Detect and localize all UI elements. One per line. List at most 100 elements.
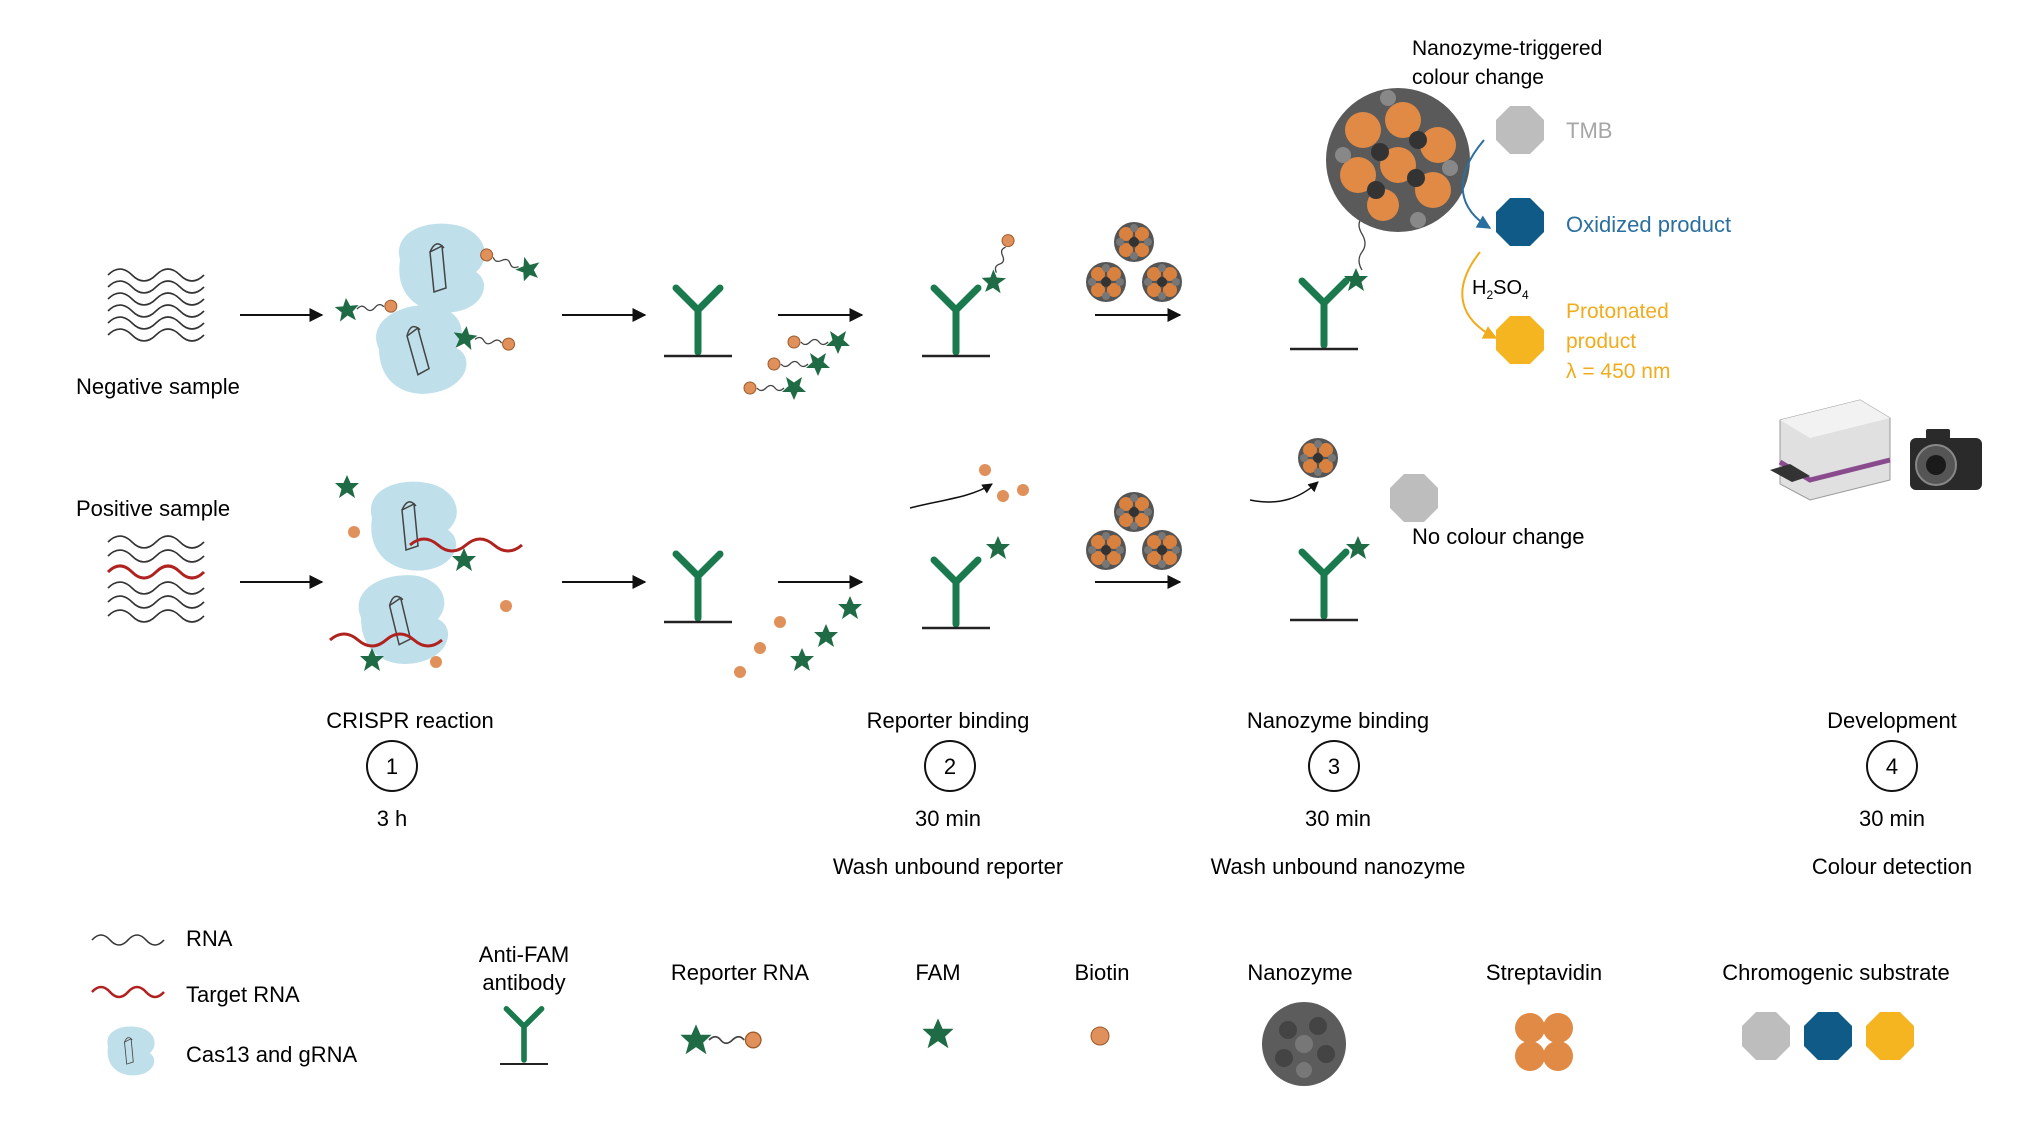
step-3: Nanozyme binding 3 30 min Wash unbound n… <box>1211 708 1466 879</box>
biotin <box>754 642 766 654</box>
nanozyme-title-line2: colour change <box>1412 66 1544 89</box>
biotin <box>500 600 512 612</box>
removal-arrow <box>909 483 993 509</box>
step-number-circle <box>1866 740 1918 792</box>
protonated-label-3: λ = 450 nm <box>1566 360 1670 383</box>
legend-fam-icon <box>922 1018 954 1049</box>
rna-strands-negative <box>107 268 205 342</box>
step-2: Reporter binding 2 30 min Wash unbound r… <box>833 708 1063 879</box>
legend-target-rna-label: Target RNA <box>186 982 300 1007</box>
step-title: Reporter binding <box>867 708 1030 733</box>
protonated-label-2: product <box>1566 330 1636 353</box>
positive-sample-label: Positive sample <box>76 496 230 521</box>
anti-fam-antibody-bound <box>934 560 988 624</box>
step-note: Colour detection <box>1812 854 1972 879</box>
step-number: 1 <box>386 754 398 779</box>
protonated-octagon <box>1496 316 1544 364</box>
step-note: Wash unbound reporter <box>833 854 1063 879</box>
positive-row: Positive sample <box>76 438 1584 678</box>
legend-cas13-label: Cas13 and gRNA <box>186 1042 358 1067</box>
step-title: CRISPR reaction <box>326 708 494 733</box>
legend-chromogenic-label: Chromogenic substrate <box>1722 960 1949 985</box>
rna-strands-positive <box>106 535 206 623</box>
anti-fam-antibody-bound <box>1302 552 1356 616</box>
step-note: Wash unbound nanozyme <box>1211 854 1466 879</box>
anti-fam-antibody-bound <box>1302 281 1356 345</box>
nanozyme-title-line1: Nanozyme-triggered <box>1412 37 1602 60</box>
legend-tmb-octagon <box>1742 1012 1790 1060</box>
tmb-label: TMB <box>1566 118 1612 143</box>
legend-antifam-label-2: antibody <box>482 970 565 995</box>
step-time: 3 h <box>377 806 408 831</box>
biotin <box>997 490 1009 502</box>
legend-nanozyme-label: Nanozyme <box>1247 960 1352 985</box>
reporter-rna <box>768 353 830 376</box>
legend-rna-label: RNA <box>186 926 233 951</box>
step-time: 30 min <box>915 806 981 831</box>
reporter-rna <box>788 331 850 354</box>
cas13-complex <box>370 480 458 572</box>
legend-reporter-label: Reporter RNA <box>671 960 809 985</box>
target-rna-cleaved <box>329 632 443 648</box>
oxidized-label: Oxidized product <box>1566 212 1731 237</box>
tether <box>1358 217 1366 271</box>
nanozyme-group <box>1086 492 1182 570</box>
legend: RNA Target RNA Cas13 and gRNA Anti-FAM a… <box>91 926 1950 1086</box>
legend-reporter-icon <box>680 1024 761 1054</box>
biotin <box>734 666 746 678</box>
anti-fam-antibody <box>676 554 730 618</box>
reporter-rna <box>978 231 1021 297</box>
legend-antibody-icon <box>506 1009 549 1060</box>
legend-cas13-icon <box>106 1026 156 1076</box>
oxidized-octagon <box>1496 198 1544 246</box>
reporter-rna <box>744 377 806 400</box>
legend-streptavidin-icon <box>1515 1013 1573 1071</box>
reporter-rna <box>477 243 543 286</box>
removal-arrow <box>1249 481 1319 503</box>
legend-oxidized-octagon <box>1804 1012 1852 1060</box>
step-time: 30 min <box>1859 806 1925 831</box>
anti-fam-antibody <box>676 288 730 352</box>
tmb-octagon <box>1496 106 1544 154</box>
nanozyme-group <box>1086 222 1182 302</box>
camera-icon <box>1910 429 1982 490</box>
oxidation-arrow <box>1461 139 1492 229</box>
step-number-circle <box>924 740 976 792</box>
legend-fam-label: FAM <box>915 960 960 985</box>
step-number-circle <box>1308 740 1360 792</box>
cas13-complex <box>398 222 486 314</box>
legend-target-rna-icon <box>91 985 165 999</box>
legend-rna-icon <box>91 934 165 946</box>
step-number: 3 <box>1328 754 1340 779</box>
legend-antifam-label-1: Anti-FAM <box>479 942 569 967</box>
fam-star <box>814 624 838 647</box>
step-number: 2 <box>944 754 956 779</box>
target-rna-cleaved <box>409 537 523 553</box>
legend-streptavidin-label: Streptavidin <box>1486 960 1602 985</box>
tmb-octagon <box>1390 474 1438 522</box>
step-number-circle <box>366 740 418 792</box>
biotin <box>979 464 991 476</box>
biotin <box>1017 484 1029 496</box>
plate-reader-icon <box>1770 399 1891 501</box>
fam-star <box>986 536 1010 559</box>
step-1: CRISPR reaction 1 3 h <box>326 708 494 831</box>
cas13-complex <box>370 297 473 402</box>
fam-star <box>790 648 814 671</box>
step-title: Nanozyme binding <box>1247 708 1429 733</box>
biotin <box>774 616 786 628</box>
large-nanozyme <box>1326 88 1470 232</box>
biotin <box>430 656 442 668</box>
step-number: 4 <box>1886 754 1898 779</box>
negative-row: Negative sample <box>76 37 1731 402</box>
h2so4-label: H2SO4 <box>1472 277 1529 302</box>
legend-biotin-label: Biotin <box>1074 960 1129 985</box>
step-4: Development 4 30 min Colour detection <box>1812 708 1972 879</box>
negative-sample-label: Negative sample <box>76 374 240 399</box>
legend-protonated-octagon <box>1866 1012 1914 1060</box>
legend-biotin-icon <box>1090 1026 1110 1046</box>
fam-star <box>335 475 359 498</box>
step-time: 30 min <box>1305 806 1371 831</box>
step-title: Development <box>1827 708 1957 733</box>
